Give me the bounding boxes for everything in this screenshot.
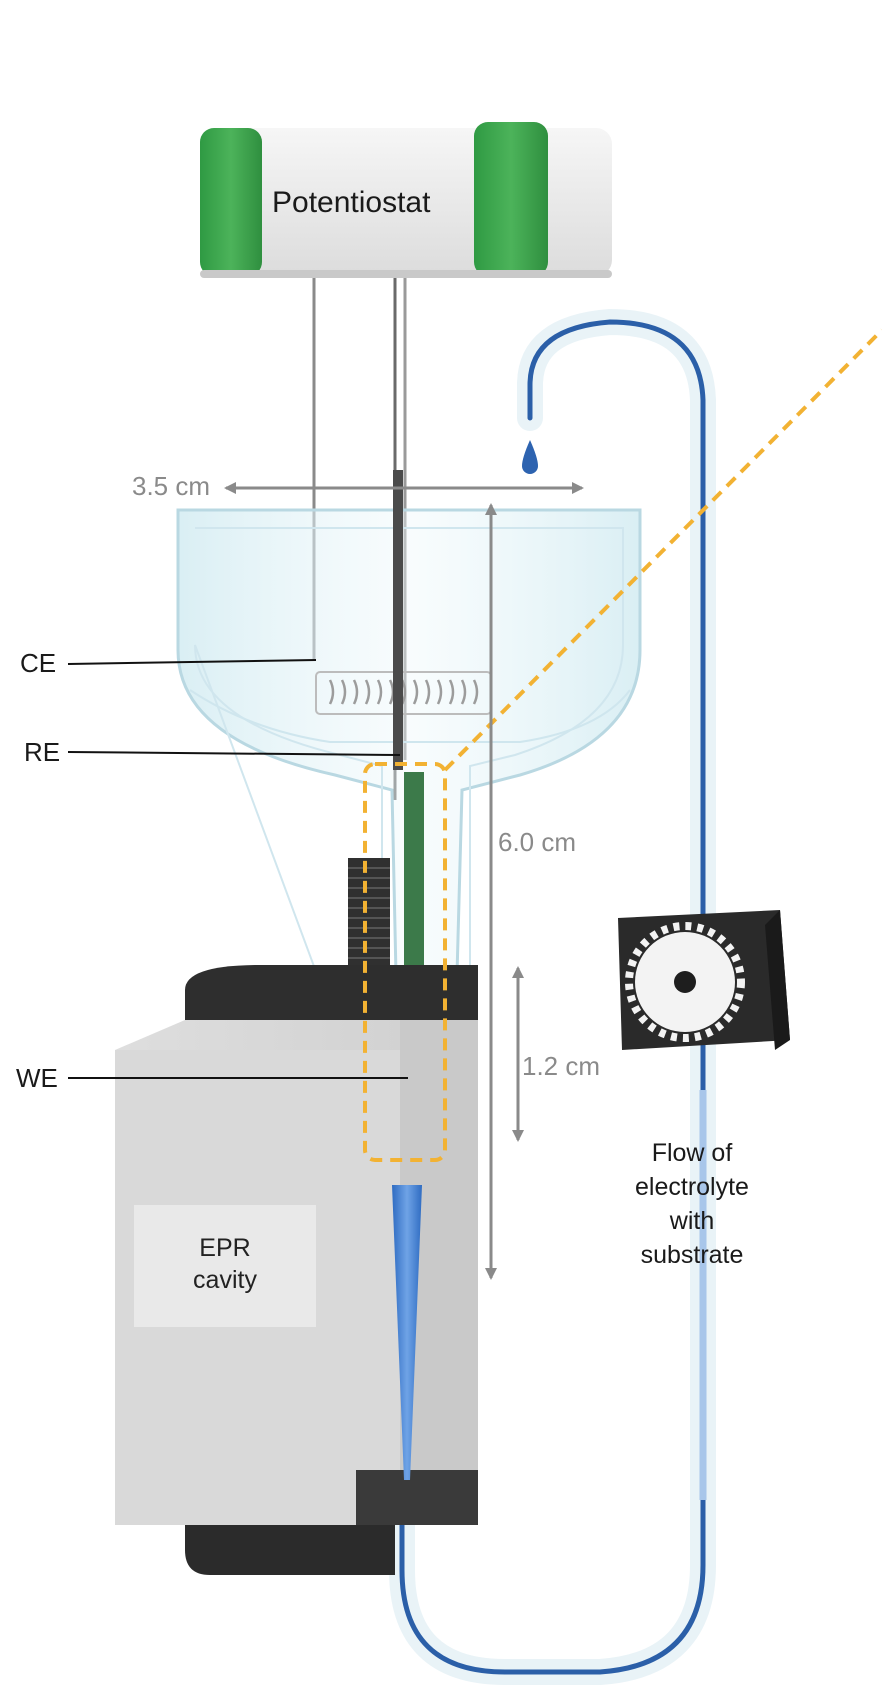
epr-cavity-label-line1: EPR bbox=[199, 1234, 251, 1262]
reference-electrode-rod bbox=[393, 470, 403, 770]
potentiostat-label: Potentiostat bbox=[272, 186, 431, 219]
flow-label: Flow of electrolyte with substrate bbox=[612, 1136, 772, 1272]
dim-width-label: 3.5 cm bbox=[132, 471, 211, 501]
flow-label-line3: with bbox=[669, 1207, 715, 1235]
epr-cavity-block bbox=[115, 965, 478, 1575]
highlight-leader bbox=[443, 328, 882, 772]
electrolyte-cone bbox=[392, 1185, 422, 1480]
droplet bbox=[522, 440, 538, 474]
flow-label-line2: electrolyte bbox=[635, 1173, 749, 1201]
epr-cavity-label: EPR cavity bbox=[134, 1232, 316, 1296]
dim-total-height-label: 6.0 cm bbox=[498, 827, 577, 857]
flow-loop-tubing bbox=[389, 308, 716, 1685]
potentiostat-box bbox=[200, 122, 612, 278]
re-label: RE bbox=[24, 737, 61, 767]
epr-cavity-label-line2: cavity bbox=[193, 1266, 257, 1294]
ce-label: CE bbox=[20, 648, 57, 678]
highlight-box bbox=[363, 762, 447, 1162]
flow-label-line1: Flow of bbox=[651, 1139, 733, 1167]
we-label: WE bbox=[16, 1063, 58, 1093]
pump bbox=[618, 910, 790, 1050]
dim-active-height-label: 1.2 cm bbox=[522, 1051, 601, 1081]
flow-label-line4: substrate bbox=[640, 1241, 744, 1269]
re-leader-line bbox=[67, 751, 401, 756]
ce-leader-line bbox=[67, 659, 317, 665]
